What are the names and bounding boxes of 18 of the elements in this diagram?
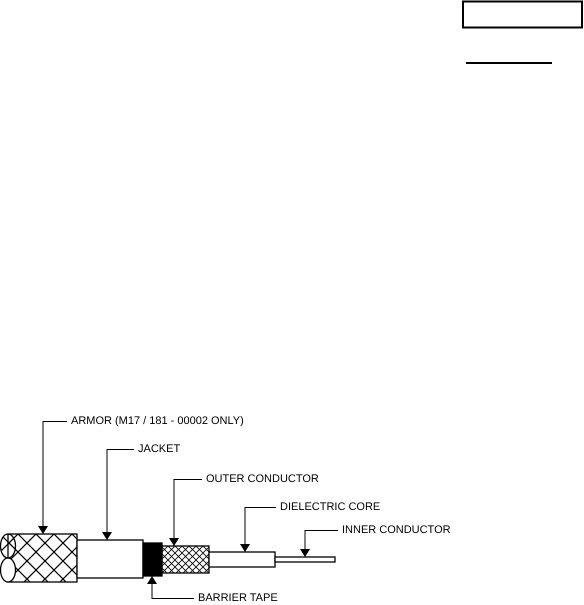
braided-armor xyxy=(0,533,78,583)
inner-conductor-wire xyxy=(274,556,336,563)
leader-line xyxy=(38,421,68,534)
callout-label: ARMOR (M17 / 181 - 00002 ONLY) xyxy=(71,415,244,428)
callout-label: JACKET xyxy=(138,443,180,456)
leader-line xyxy=(147,576,194,599)
leader-line xyxy=(300,530,338,558)
leader-line xyxy=(102,449,134,540)
barrier-tape xyxy=(142,542,163,577)
callout-label: DIELECTRIC CORE xyxy=(280,501,380,514)
braided-outer-conductor xyxy=(161,545,210,574)
callout-label: INNER CONDUCTOR xyxy=(342,524,451,537)
callout-label: BARRIER TAPE xyxy=(198,592,278,605)
leader-line xyxy=(240,507,276,552)
dielectric-core xyxy=(208,551,276,568)
callout-label: OUTER CONDUCTOR xyxy=(206,473,319,486)
leader-line xyxy=(169,479,202,546)
cable-jacket xyxy=(76,539,144,579)
